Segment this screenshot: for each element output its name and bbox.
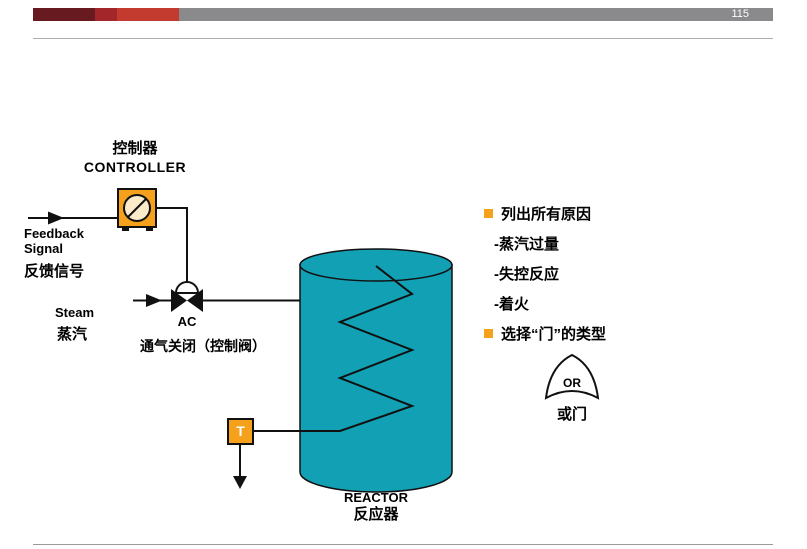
header-bar: 115 [33,8,773,21]
or-gate-caption: 或门 [556,406,587,423]
feedback-arrow-icon [48,211,64,225]
feedback-label-en: Feedback Signal [24,226,84,256]
or-gate-icon [544,353,600,400]
header-gray-bar: 115 [179,8,773,21]
controller-dial-needle [127,198,147,218]
list-item: -失控反应 [494,265,559,283]
sensor-tag: T [236,423,245,439]
sensor-box [227,418,254,445]
list-item: 选择“门”的类型 [484,318,784,348]
controller-foot-left [122,227,129,231]
steam-label-cn: 蒸汽 [57,326,88,343]
controller-label-en: CONTROLLER [83,159,187,175]
list-item: -蒸汽过量 [494,235,559,253]
reactor-labels: REACTOR 反应器 [316,489,436,524]
reactor-coil-line [253,265,415,432]
header-block-red [95,8,117,21]
feedback-label-cn: 反馈信号 [24,263,85,280]
header-block-orange-red [117,8,179,21]
steam-label-en: Steam [55,305,95,320]
bullet-icon [484,328,493,338]
reactor-label-cn: 反应器 [353,506,399,523]
or-gate-label: OR [563,376,581,390]
controller-foot-right [146,227,153,231]
reactor-top [299,248,453,282]
controller-label-cn: 控制器 [112,140,158,157]
header-block-dark-red [33,8,95,21]
steam-arrow-icon [146,294,162,307]
footer-divider [33,544,773,545]
reactor-label-en: REACTOR [343,490,409,505]
header-divider [33,38,773,39]
bullet-icon [484,208,493,218]
reactor-body [299,264,453,493]
notes-list: 列出所有原因 -蒸汽过量 -失控反应 -着火 选择“门”的类型 [484,198,784,348]
list-item: -着火 [494,295,529,313]
sensor-arrow-icon [233,476,247,489]
list-item: 列出所有原因 [484,198,784,228]
controller-valve-line [156,207,188,282]
valve-tag: AC [177,314,197,329]
valve-note: 通气关闭（控制阀） [140,338,266,354]
valve-body-right [187,289,203,312]
valve-body-left [171,289,187,312]
valve-actuator-dome [174,281,200,294]
controller-labels: 控制器 CONTROLLER [65,139,205,177]
page-number: 115 [731,8,749,20]
